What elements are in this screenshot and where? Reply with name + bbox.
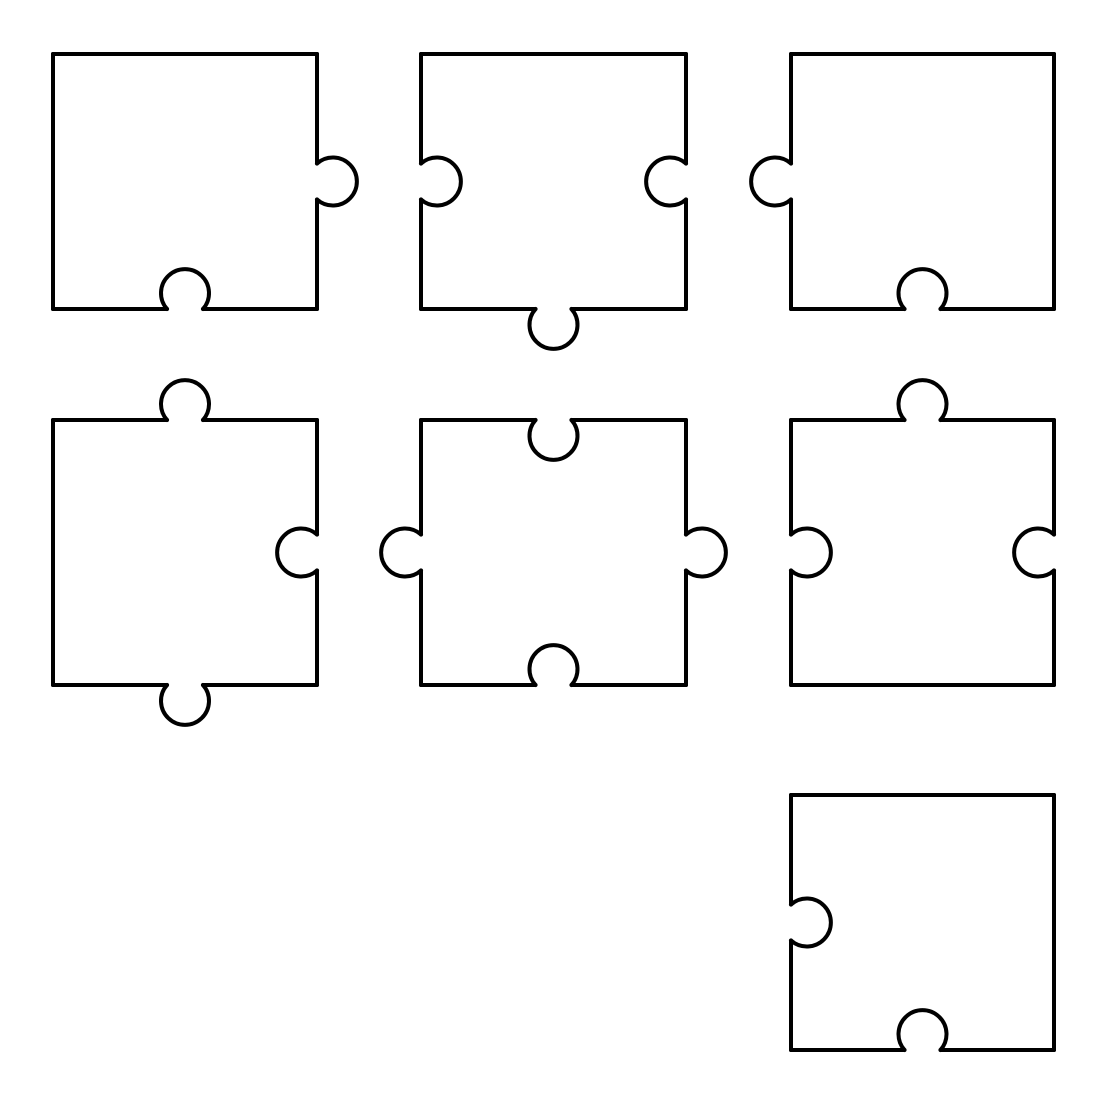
piece-outline-segment	[315, 155, 359, 208]
piece-outline-segment	[789, 526, 833, 579]
puzzle-piece-r2c2[interactable]	[379, 418, 728, 687]
piece-outline-segment	[1012, 526, 1056, 579]
piece-outline-segment	[527, 643, 580, 687]
piece-outline-segment	[527, 418, 580, 462]
puzzle-piece-r2c3[interactable]	[789, 378, 1056, 687]
piece-outline-segment	[789, 896, 833, 949]
piece-outline-segment	[159, 683, 211, 727]
piece-outline-segment	[684, 526, 728, 579]
puzzle-piece-r3c3[interactable]	[789, 793, 1056, 1052]
puzzle-piece-r1c1[interactable]	[51, 52, 359, 311]
piece-outline-segment	[159, 378, 211, 422]
piece-outline-segment	[896, 267, 949, 311]
piece-outline-segment	[275, 526, 319, 579]
piece-outline-segment	[159, 267, 211, 311]
pieces-layer	[51, 52, 1056, 1052]
piece-outline-segment	[527, 307, 580, 351]
piece-outline-segment	[749, 155, 793, 208]
piece-outline-segment	[896, 378, 949, 422]
piece-outline-segment	[644, 155, 688, 208]
puzzle-piece-r1c3[interactable]	[749, 52, 1056, 311]
piece-outline-segment	[896, 1008, 949, 1052]
piece-outline-segment	[379, 526, 423, 579]
puzzle-piece-r2c1[interactable]	[51, 378, 319, 727]
piece-outline-segment	[419, 155, 463, 208]
puzzle-piece-r1c2[interactable]	[419, 52, 688, 351]
